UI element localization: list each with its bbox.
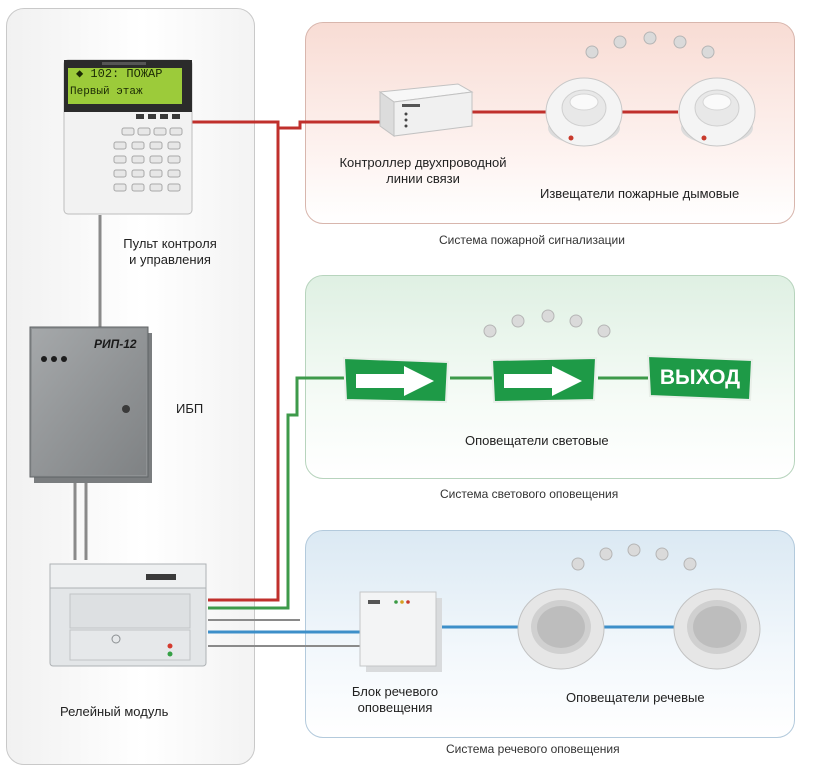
lcd-text-line-1: ◆ 102: ПОЖАР bbox=[76, 67, 163, 81]
line-controller-box bbox=[378, 83, 474, 137]
exit-arrow-sign-1 bbox=[342, 356, 450, 404]
exit-sign-text: ВЫХОД bbox=[659, 366, 741, 389]
ups-label: ИБП bbox=[176, 401, 204, 416]
keypad-label-line-2: и управления bbox=[129, 252, 211, 267]
lcd-text-line-2: Первый этаж bbox=[70, 86, 143, 98]
speaker-grille-icon bbox=[537, 606, 585, 648]
voice-alert-block bbox=[359, 591, 442, 672]
voice-block-label-line-1: Блок речевого bbox=[351, 684, 439, 699]
voice-block-label: Блок речевого оповещения bbox=[340, 684, 450, 716]
control-keypad bbox=[63, 59, 193, 215]
relay-label: Релейный модуль bbox=[60, 704, 169, 719]
light-devices-label: Оповещатели световые bbox=[465, 433, 609, 448]
smoke-detector-2 bbox=[678, 77, 756, 147]
lock-icon bbox=[122, 405, 130, 413]
ups-cabinet bbox=[29, 326, 152, 483]
speakers-label: Оповещатели речевые bbox=[566, 690, 705, 705]
controller-label: Контроллер двухпроводной линии связи bbox=[333, 155, 513, 187]
relay-module bbox=[49, 563, 207, 667]
keypad-label-line-1: Пульт контроля bbox=[123, 236, 217, 251]
smoke-detector-1 bbox=[545, 77, 623, 147]
fire-wire-from-keypad bbox=[192, 120, 280, 602]
ceiling-speaker-2 bbox=[673, 588, 761, 670]
detectors-label: Извещатели пожарные дымовые bbox=[540, 186, 740, 201]
controller-label-line-1: Контроллер двухпроводной bbox=[339, 155, 507, 170]
fire-wire-to-controller bbox=[276, 120, 380, 130]
arrow-right-icon bbox=[504, 366, 582, 396]
keypad-label: Пульт контроля и управления bbox=[90, 236, 250, 268]
lcd-screen bbox=[68, 68, 182, 104]
light-wire bbox=[208, 376, 345, 610]
fire-signal-dots bbox=[585, 31, 715, 59]
speaker-grille-icon bbox=[693, 606, 741, 648]
light-signal-dots bbox=[483, 309, 611, 338]
exit-arrow-sign-2 bbox=[490, 356, 598, 404]
voice-system-label: Система речевого оповещения bbox=[446, 742, 620, 756]
ups-brand: РИП-12 bbox=[94, 337, 137, 351]
controller-label-line-2: линии связи bbox=[386, 171, 460, 186]
voice-block-label-line-2: оповещения bbox=[357, 700, 433, 715]
ceiling-speaker-1 bbox=[517, 588, 605, 670]
arrow-right-icon bbox=[356, 366, 434, 396]
voice-signal-dots bbox=[571, 543, 697, 571]
light-system-label: Система светового оповещения bbox=[440, 487, 619, 501]
fire-system-label: Система пожарной сигнализации bbox=[439, 233, 625, 247]
exit-sign bbox=[646, 354, 754, 402]
